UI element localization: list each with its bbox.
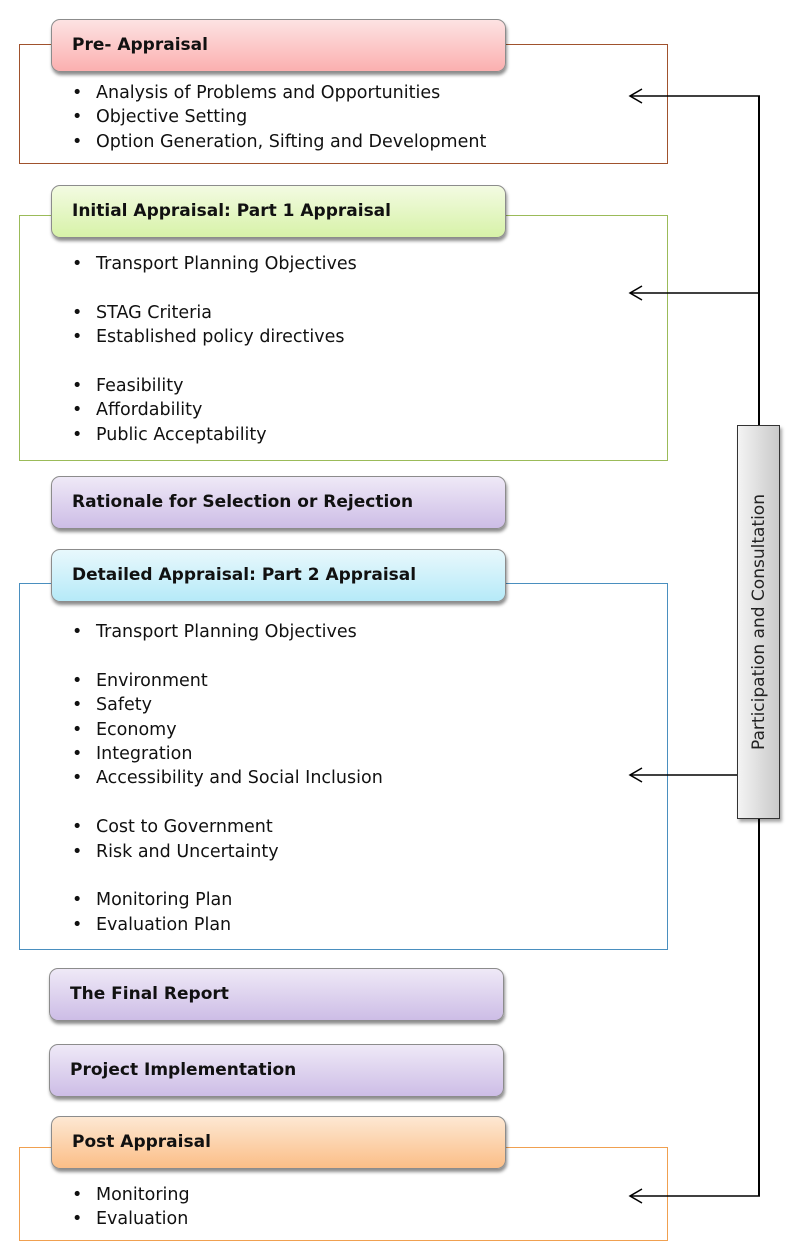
list-item: Established policy directives	[72, 325, 357, 350]
arrow-to-initial-appraisal	[628, 285, 760, 301]
detailed-appraisal-list: Transport Planning Objectives Environmen…	[72, 620, 383, 937]
list-item: Option Generation, Sifting and Developme…	[72, 130, 486, 155]
post-appraisal-header: Post Appraisal	[51, 1116, 506, 1169]
list-item: Risk and Uncertainty	[72, 840, 383, 865]
project-implementation-header: Project Implementation	[49, 1044, 504, 1097]
project-implementation-title: Project Implementation	[70, 1060, 297, 1080]
list-item: Transport Planning Objectives	[72, 252, 357, 277]
list-item: Transport Planning Objectives	[72, 620, 383, 645]
arrow-to-detailed-appraisal	[628, 767, 738, 783]
initial-appraisal-title: Initial Appraisal: Part 1 Appraisal	[72, 201, 391, 221]
list-item: Objective Setting	[72, 105, 486, 130]
rationale-title: Rationale for Selection or Rejection	[72, 492, 414, 512]
list-item: Environment	[72, 669, 383, 694]
connector-vertical-bottom	[758, 819, 760, 1196]
post-appraisal-title: Post Appraisal	[72, 1132, 211, 1152]
pre-appraisal-title: Pre- Appraisal	[72, 35, 208, 55]
list-item: STAG Criteria	[72, 301, 357, 326]
participation-consultation-bar: Participation and Consultation	[737, 425, 780, 819]
list-item: Monitoring	[72, 1183, 190, 1208]
connector-vertical-top	[758, 96, 760, 426]
list-item: Affordability	[72, 398, 357, 423]
detailed-appraisal-header: Detailed Appraisal: Part 2 Appraisal	[51, 549, 506, 602]
list-item: Economy	[72, 718, 383, 743]
detailed-appraisal-title: Detailed Appraisal: Part 2 Appraisal	[72, 565, 417, 585]
list-item: Evaluation Plan	[72, 913, 383, 938]
post-appraisal-list: Monitoring Evaluation	[72, 1183, 190, 1232]
list-item: Safety	[72, 693, 383, 718]
list-item: Integration	[72, 742, 383, 767]
final-report-header: The Final Report	[49, 968, 504, 1021]
participation-consultation-label: Participation and Consultation	[748, 494, 769, 750]
list-item: Cost to Government	[72, 815, 383, 840]
initial-appraisal-header: Initial Appraisal: Part 1 Appraisal	[51, 185, 506, 238]
list-item: Accessibility and Social Inclusion	[72, 766, 383, 791]
arrow-to-pre-appraisal	[628, 88, 760, 104]
initial-appraisal-list: Transport Planning Objectives STAG Crite…	[72, 252, 357, 448]
list-item: Public Acceptability	[72, 423, 357, 448]
final-report-title: The Final Report	[70, 984, 229, 1004]
list-item: Analysis of Problems and Opportunities	[72, 81, 486, 106]
list-item: Evaluation	[72, 1207, 190, 1232]
pre-appraisal-list: Analysis of Problems and Opportunities O…	[72, 81, 486, 155]
rationale-header: Rationale for Selection or Rejection	[51, 476, 506, 529]
pre-appraisal-header: Pre- Appraisal	[51, 19, 506, 72]
arrow-to-post-appraisal	[628, 1188, 760, 1204]
list-item: Feasibility	[72, 374, 357, 399]
list-item: Monitoring Plan	[72, 888, 383, 913]
